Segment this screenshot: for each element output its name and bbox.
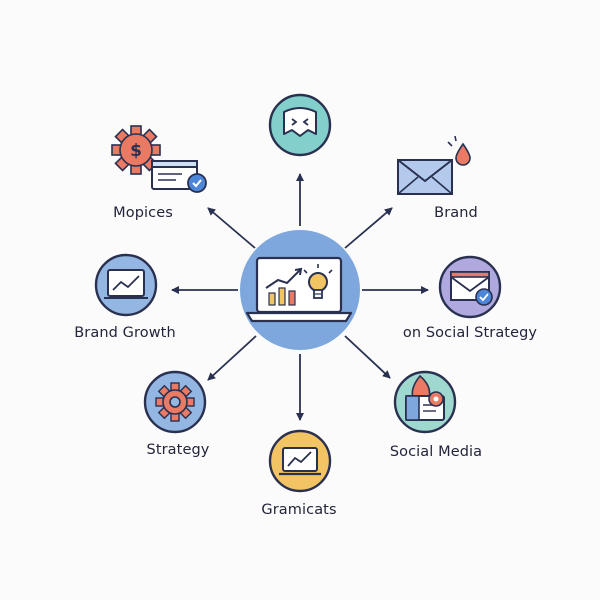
gear-dollar-card-icon: $ xyxy=(111,125,207,193)
node-bottom-left xyxy=(143,370,207,434)
envelope-check-icon xyxy=(450,271,493,306)
svg-text:$: $ xyxy=(130,141,142,161)
hub-node xyxy=(240,230,360,350)
gear-icon xyxy=(155,382,195,422)
node-top-left: $ xyxy=(111,125,207,193)
label-bottom-right: Social Media xyxy=(389,444,483,460)
chat-face-icon xyxy=(283,107,317,137)
label-bottom: Gramicats xyxy=(261,502,337,518)
connector-arrows xyxy=(171,173,429,421)
label-bottom-left: Strategy xyxy=(146,442,210,458)
arrow-to-bottom-left xyxy=(207,335,257,381)
label-top-left: Mopices xyxy=(113,205,173,221)
laptop-chart-lightbulb-icon xyxy=(245,256,353,323)
node-left xyxy=(94,253,158,317)
node-top-right xyxy=(397,135,471,195)
envelope-drop-icon xyxy=(397,135,471,195)
node-bottom-right xyxy=(393,370,457,434)
node-bottom xyxy=(268,429,332,493)
node-right xyxy=(438,255,502,319)
arrow-to-top-right xyxy=(344,207,393,249)
monitor-trend-icon xyxy=(104,269,148,299)
label-top-right: Brand xyxy=(434,205,478,221)
node-top xyxy=(268,93,332,157)
label-right: on Social Strategy xyxy=(402,325,538,341)
arrow-to-top-left xyxy=(207,207,256,249)
media-flame-icon xyxy=(405,374,445,421)
arrow-to-bottom-right xyxy=(344,335,391,379)
laptop-trend-icon xyxy=(279,447,321,476)
label-left: Brand Growth xyxy=(74,325,176,341)
